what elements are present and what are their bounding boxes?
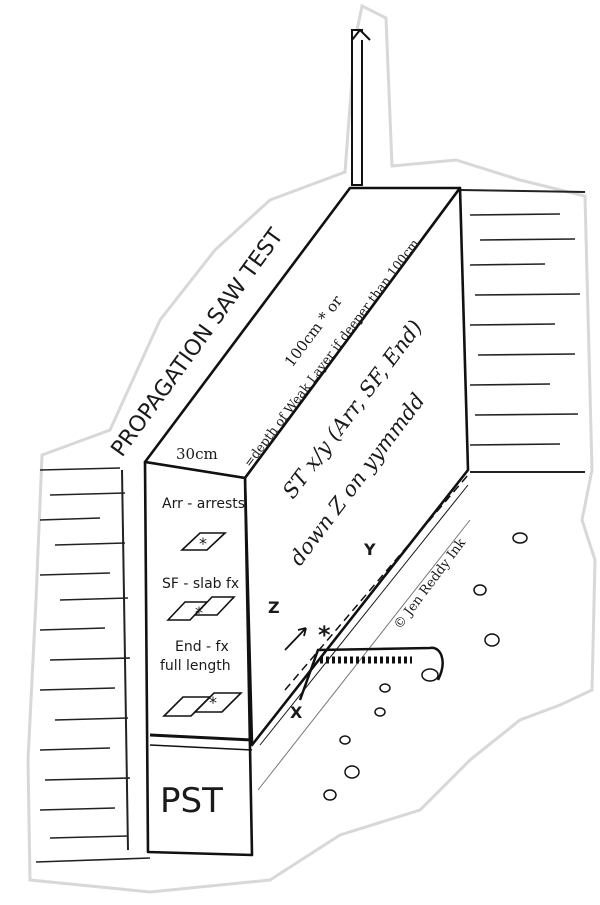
legend-end-label2: full length <box>160 658 231 674</box>
weak-layer-end <box>149 733 253 742</box>
svg-text:*: * <box>209 693 217 712</box>
dashed-weak-layer-line <box>284 474 469 691</box>
svg-text:*: * <box>199 534 207 553</box>
axis-x-label: X <box>290 703 303 722</box>
legend-sf-label: SF - slab fx <box>162 576 239 592</box>
saw-cut <box>298 646 444 701</box>
legend-end-label: End - fx <box>175 639 229 655</box>
z-arrow <box>284 627 307 651</box>
snow-debris <box>323 532 528 801</box>
axis-z-label: Z <box>268 598 280 617</box>
snowpack-hatching-right <box>459 189 586 473</box>
snow-column <box>143 186 470 857</box>
snowpack-hatching-left <box>35 467 151 863</box>
legend-sf-icon: * <box>166 596 236 622</box>
width-label: 30cm <box>176 445 218 463</box>
pst-label: PST <box>160 781 223 821</box>
column-end-face <box>143 460 254 857</box>
legend-arr-icon: * <box>179 532 228 553</box>
legend-end-icon: * <box>162 692 243 717</box>
axis-y-label: Y <box>363 540 376 559</box>
ruler <box>351 28 371 186</box>
crack-marker: * <box>318 621 331 649</box>
column-side-face <box>243 186 470 747</box>
legend-arr-label: Arr - arrests <box>162 496 245 512</box>
svg-text:*: * <box>195 603 203 622</box>
